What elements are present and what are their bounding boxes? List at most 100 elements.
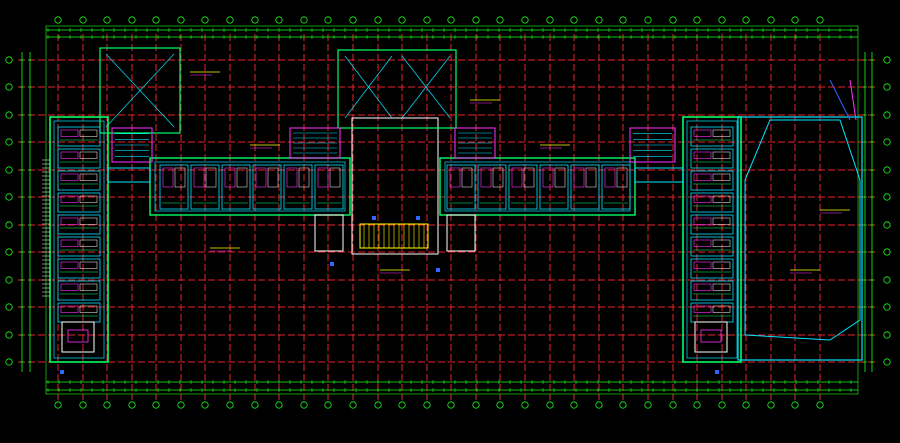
fixture	[712, 217, 731, 225]
fixture	[60, 217, 79, 225]
fixture	[604, 167, 616, 188]
grid-bubble-bottom	[177, 401, 185, 409]
fixture	[523, 167, 535, 188]
grid-bubble-bottom	[251, 401, 259, 409]
fixture	[712, 283, 731, 291]
fixture	[60, 261, 79, 269]
fixture	[60, 195, 79, 203]
room-unit	[690, 126, 734, 147]
fixture	[712, 173, 731, 181]
grid-bubble-bottom	[644, 401, 652, 409]
room-unit	[539, 164, 569, 210]
grid-bubble-top	[767, 16, 775, 24]
grid-bubble-top	[472, 16, 480, 24]
room-unit	[477, 164, 507, 210]
fixture	[693, 261, 712, 269]
grid-bubble-left	[5, 166, 13, 174]
fixture	[693, 239, 712, 247]
grid-bubble-right	[883, 358, 891, 366]
grid-bubble-bottom	[595, 401, 603, 409]
west-wing-inner	[53, 120, 105, 359]
room-unit	[314, 164, 344, 210]
fixture	[542, 167, 554, 188]
room-unit	[690, 148, 734, 169]
grid-bubble-top	[742, 16, 750, 24]
grid-bubble-top	[152, 16, 160, 24]
south-stair-east	[446, 214, 476, 252]
room-unit	[690, 170, 734, 191]
grid-bubble-right	[883, 83, 891, 91]
annotation-marks	[60, 71, 850, 374]
fixture	[79, 195, 98, 203]
grid-bubble-bottom	[423, 401, 431, 409]
fixture	[60, 129, 79, 137]
fixture	[60, 239, 79, 247]
room-unit	[57, 258, 101, 279]
fixture	[79, 261, 98, 269]
fixture	[712, 261, 731, 269]
grid-bubble-right	[883, 248, 891, 256]
fixture	[79, 239, 98, 247]
fixture	[79, 217, 98, 225]
grid-bubble-right	[883, 166, 891, 174]
room-unit	[446, 164, 476, 210]
grid-bubble-bottom	[324, 401, 332, 409]
grid-bubble-top	[300, 16, 308, 24]
fixture	[193, 167, 205, 188]
grid-bubble-top	[324, 16, 332, 24]
grid-bubble-bottom	[226, 401, 234, 409]
room-unit	[57, 126, 101, 147]
east-corridor	[439, 157, 636, 216]
room-unit	[57, 214, 101, 235]
grid-bubble-top	[128, 16, 136, 24]
room-unit	[57, 192, 101, 213]
fixture	[461, 167, 473, 188]
grid-bubble-top	[447, 16, 455, 24]
grid-bubble-bottom	[791, 401, 799, 409]
fixture	[267, 167, 279, 188]
grid-bubble-top	[275, 16, 283, 24]
fixture	[224, 167, 236, 188]
grid-bubble-bottom	[570, 401, 578, 409]
grid-bubble-top	[79, 16, 87, 24]
grid-bubble-left	[5, 331, 13, 339]
fixture	[79, 151, 98, 159]
grid-bubble-left	[5, 111, 13, 119]
fixture	[616, 167, 628, 188]
grid-bubble-top	[521, 16, 529, 24]
grid-bubble-left	[5, 138, 13, 146]
grid-bubble-top	[398, 16, 406, 24]
grid-bubble-bottom	[521, 401, 529, 409]
fixture	[573, 167, 585, 188]
building-walls	[49, 47, 863, 363]
grid-bubble-top	[251, 16, 259, 24]
grid-bubble-top	[54, 16, 62, 24]
marker	[330, 262, 334, 266]
grid-bubble-bottom	[201, 401, 209, 409]
drawing-frame	[45, 25, 859, 395]
lobby-diagonal	[401, 55, 451, 119]
fixture	[298, 167, 310, 188]
fixture	[79, 173, 98, 181]
stair-core	[289, 127, 341, 159]
grid-bubble-right	[883, 193, 891, 201]
grid-bubble-top	[619, 16, 627, 24]
north-lobby	[337, 49, 457, 129]
marker	[60, 370, 64, 374]
room-unit	[508, 164, 538, 210]
grid-bubble-bottom	[472, 401, 480, 409]
room-unit	[57, 170, 101, 191]
fixture	[329, 167, 341, 188]
grid-bubble-bottom	[152, 401, 160, 409]
fixture	[60, 305, 79, 313]
grid-bubble-bottom	[718, 401, 726, 409]
south-stair-west	[314, 214, 344, 252]
room-unit	[690, 192, 734, 213]
grid-bubble-top	[226, 16, 234, 24]
grid-bubble-top	[177, 16, 185, 24]
grid-bubble-right	[883, 221, 891, 229]
grid-bubble-bottom	[619, 401, 627, 409]
grid-bubble-left	[5, 303, 13, 311]
dimension-lines	[20, 25, 874, 395]
grid-bubble-top	[201, 16, 209, 24]
